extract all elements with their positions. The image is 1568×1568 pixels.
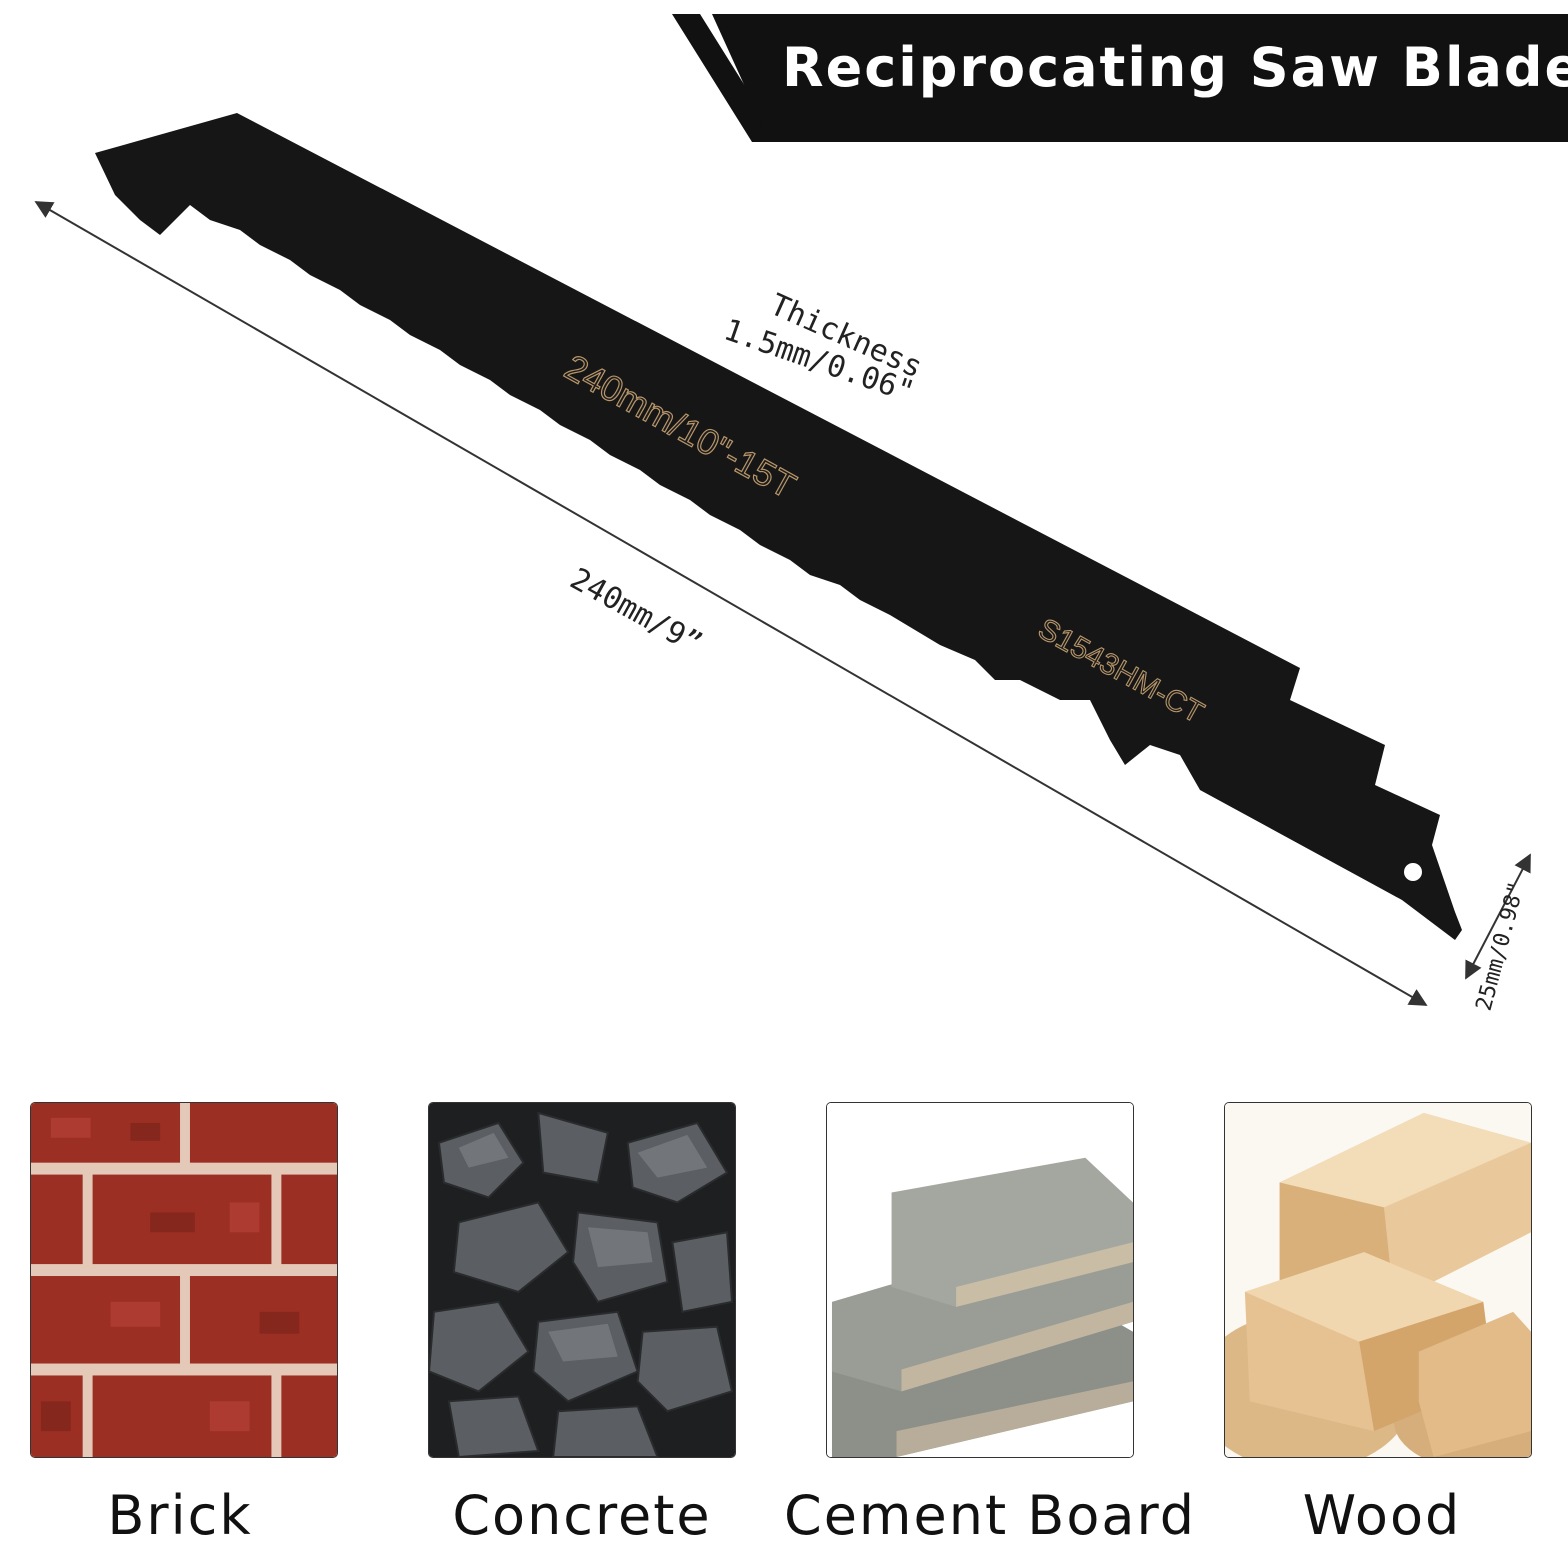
material-label-wood: Wood	[1302, 1484, 1462, 1547]
saw-blade-diagram: 240mm/10"-15T S1543HM-CT 240mm/9” 25mm/0…	[34, 113, 1531, 1014]
title-banner	[672, 14, 1568, 142]
material-label-cement-board: Cement Board	[783, 1484, 1197, 1547]
blade-mount-hole	[1404, 863, 1422, 881]
width-dimension-arrow	[1465, 853, 1531, 980]
cement-board-tile	[826, 1102, 1134, 1458]
crushed-stone-image	[429, 1103, 735, 1457]
saw-blade	[95, 113, 1462, 940]
material-label-concrete: Concrete	[452, 1484, 712, 1547]
wood-tile	[1224, 1102, 1532, 1458]
brick-wall-image	[31, 1103, 337, 1457]
length-dimension-arrow	[34, 201, 1428, 1006]
brick-tile	[30, 1102, 338, 1458]
wood-beams-image	[1225, 1103, 1531, 1457]
cement-board-stack-image	[827, 1103, 1133, 1457]
concrete-tile	[428, 1102, 736, 1458]
material-label-brick: Brick	[107, 1484, 253, 1547]
title-text: Reciprocating Saw Blade	[782, 36, 1568, 99]
width-dimension-label: 25mm/0.98"	[1472, 879, 1530, 1013]
